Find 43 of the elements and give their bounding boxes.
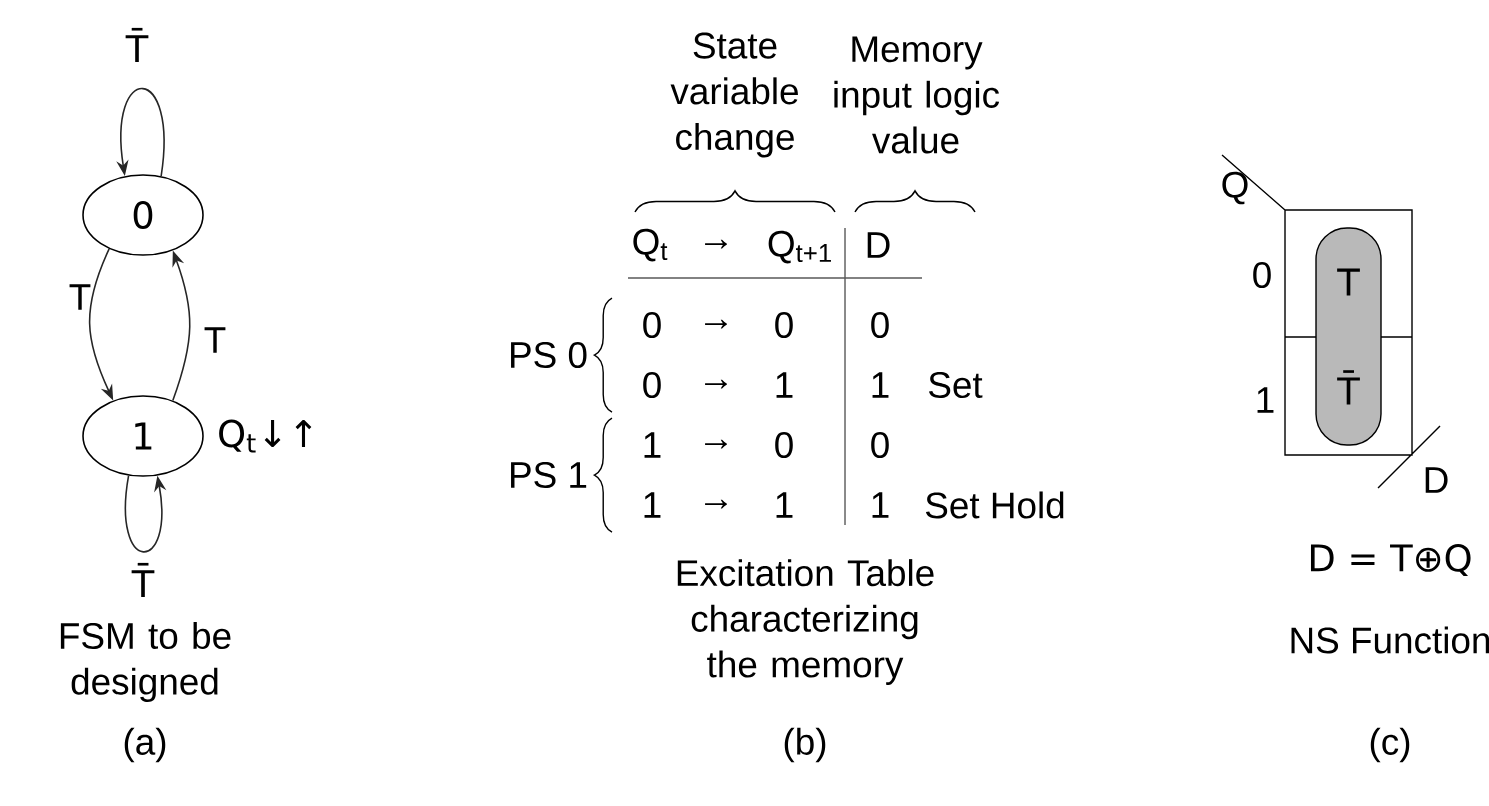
table-cell: 0 [643,371,661,399]
panel-label: (a) [124,727,166,763]
table-cell: 1 [644,492,661,518]
table-cell: 0 [775,431,793,459]
table-cell: 1 [872,372,889,398]
group-label: PS 1 [511,461,587,489]
table-cell: → [705,439,727,449]
group-label: PS 0 [511,341,587,369]
state-note: Q$_{t}$↓↑ [219,419,312,453]
edge-label: T̄ [125,27,149,63]
table-cell: Set Hold [925,491,1064,519]
table-cell: 1 [776,372,793,398]
table-cell: 1 [644,432,661,458]
edge-label: T [204,327,226,353]
edge-label: T̄ [131,562,155,598]
table-cell: → [705,319,727,329]
caption: FSM to be designed [60,622,231,703]
table-cell: 1 [776,492,793,518]
panel-label: (c) [1370,727,1410,763]
axis-label: Q [1222,171,1248,205]
table-cell: 0 [775,311,793,339]
table-cell: 0 [643,311,661,339]
table-cell: → [705,499,727,509]
panel-label: (b) [784,727,826,763]
table-cell: Q$_{t}$ [633,228,668,262]
axis-label: 0 [1253,261,1271,289]
equation: D = T⊕Q [1311,543,1471,577]
table-cell: Set [929,371,983,399]
table-cell: Q$_{t+1}$ [768,230,831,264]
caption: Excitation Table characterizing the memory [677,559,934,685]
header-text: State variable change [670,32,798,158]
header-text: Memory input logic value [834,36,1000,154]
table-cell: → [705,379,727,389]
table-cell: D [867,232,890,258]
edge-label: T [69,284,91,310]
table-cell: 1 [872,492,889,518]
table-cell: → [705,239,727,249]
table-cell: 0 [871,431,889,459]
grouping-loop: T T̄ [1315,227,1382,446]
table-cell: 0 [871,311,889,339]
axis-label: D [1425,467,1448,493]
axis-label: 1 [1257,387,1274,413]
caption: NS Function [1291,626,1489,654]
